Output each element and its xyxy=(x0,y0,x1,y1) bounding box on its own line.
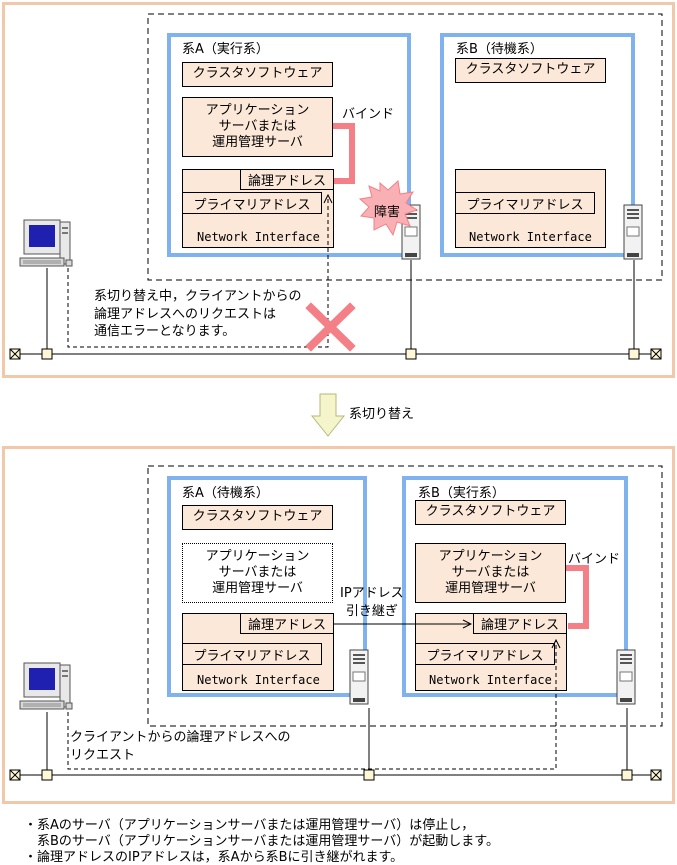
top-bind-label: バインド xyxy=(342,107,395,122)
transition-label: 系切り替え xyxy=(349,407,415,422)
network-node-icon xyxy=(621,769,633,781)
bottom-ip-takeover-label: IPアドレス 引き継ぎ xyxy=(340,586,404,619)
client-pc-icon xyxy=(19,662,73,710)
server-tower-icon xyxy=(616,649,636,705)
bottom-system-b-title: 系B（実行系） xyxy=(418,486,505,501)
terminator-icon xyxy=(650,348,662,360)
error-cross-icon xyxy=(305,302,356,352)
network-node-icon xyxy=(41,769,53,781)
network-node-icon xyxy=(405,348,417,360)
bottom-a-network-interface: Network Interface xyxy=(197,673,320,687)
top-a-cluster-software: クラスタソフトウェア xyxy=(182,62,333,87)
top-system-b-title: 系B（待機系） xyxy=(456,42,543,57)
footnote-3: ・論理アドレスのIPアドレスは，系Aから系Bに引き継がれます。 xyxy=(24,850,404,865)
top-failure-label: 障害 xyxy=(374,205,401,220)
network-node-icon xyxy=(41,348,53,360)
bottom-b-app-server: アプリケーション サーバまたは 運用管理サーバ xyxy=(415,543,566,603)
top-system-a-title: 系A（実行系） xyxy=(182,42,269,57)
bottom-bind-label: バインド xyxy=(568,552,621,567)
bottom-client-note: クライアントからの論理アドレスへの リクエスト xyxy=(70,730,291,763)
server-tower-icon xyxy=(623,204,643,260)
client-pc-icon xyxy=(19,219,73,267)
terminator-icon xyxy=(650,769,662,781)
down-arrow-icon xyxy=(310,393,346,437)
failure-burst-icon xyxy=(358,180,419,237)
bottom-b-cluster-software: クラスタソフトウェア xyxy=(415,500,566,525)
top-b-primary-address: プライマリアドレス xyxy=(455,192,595,214)
top-a-primary-address: プライマリアドレス xyxy=(182,192,322,214)
bottom-b-primary-address: プライマリアドレス xyxy=(415,643,555,665)
footnote-1: ・系Aのサーバ（アプリケーションサーバまたは運用管理サーバ）は停止し， xyxy=(24,818,475,833)
bottom-a-logical-address: 論理アドレス xyxy=(240,613,334,634)
bottom-b-network-interface: Network Interface xyxy=(429,673,552,687)
terminator-icon xyxy=(9,769,21,781)
footnote-2: 系Bのサーバ（アプリケーションサーバまたは運用管理サーバ）が起動します。 xyxy=(24,834,499,849)
top-client-note: 系切り替え中，クライアントからの 論理アドレスへのリクエストは 通信エラーとなり… xyxy=(94,289,302,340)
bottom-b-logical-address: 論理アドレス xyxy=(473,613,567,634)
bottom-a-primary-address: プライマリアドレス xyxy=(182,643,322,665)
top-a-network-interface: Network Interface xyxy=(197,230,320,244)
top-a-app-server: アプリケーション サーバまたは 運用管理サーバ xyxy=(182,97,333,157)
bottom-system-a-title: 系A（待機系） xyxy=(182,486,269,501)
network-node-icon xyxy=(363,769,375,781)
top-b-cluster-software: クラスタソフトウェア xyxy=(455,58,606,83)
server-tower-icon xyxy=(349,649,369,705)
network-node-icon xyxy=(628,348,640,360)
top-b-network-interface: Network Interface xyxy=(469,230,592,244)
top-a-logical-address: 論理アドレス xyxy=(240,169,334,190)
bottom-a-cluster-software: クラスタソフトウェア xyxy=(182,505,333,530)
bottom-a-app-server-stopped: アプリケーション サーバまたは 運用管理サーバ xyxy=(182,543,333,603)
terminator-icon xyxy=(9,348,21,360)
